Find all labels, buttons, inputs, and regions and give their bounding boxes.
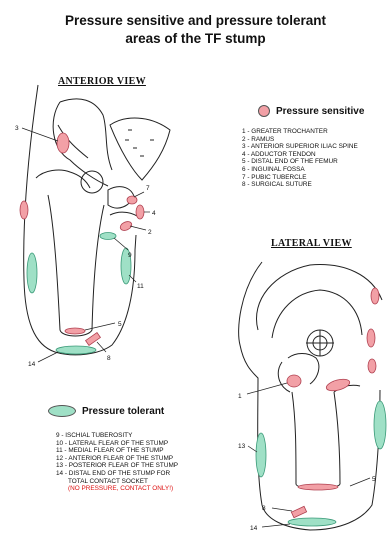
anterior-stump-outline xyxy=(24,85,136,355)
callout-label: 14 xyxy=(250,525,258,532)
callout-label: 5 xyxy=(118,321,122,328)
anterior-sensitive-areas xyxy=(20,133,144,345)
anterior-view-drawing xyxy=(24,85,170,355)
lateral-sensitive-areas xyxy=(287,288,379,518)
callout-label: 13 xyxy=(238,443,246,450)
anterior-femur xyxy=(48,195,104,336)
lateral-ilium xyxy=(257,265,382,330)
callout-label: 3 xyxy=(15,125,19,132)
lateral-tolerant-areas xyxy=(256,401,386,526)
sacrum xyxy=(110,118,170,180)
anterior-leaders xyxy=(22,128,150,362)
callout-label: 11 xyxy=(137,283,144,290)
lateral-femur xyxy=(292,392,340,489)
callout-label: 8 xyxy=(107,355,111,362)
callout-label: 7 xyxy=(146,185,150,192)
callout-label: 1 xyxy=(238,393,242,400)
callout-label: 9 xyxy=(128,252,132,259)
callout-label: 8 xyxy=(262,505,266,512)
callout-label: 2 xyxy=(148,229,152,236)
callout-label: 14 xyxy=(28,361,36,368)
callout-label: 5 xyxy=(372,476,376,483)
callout-label: 4 xyxy=(152,210,156,217)
